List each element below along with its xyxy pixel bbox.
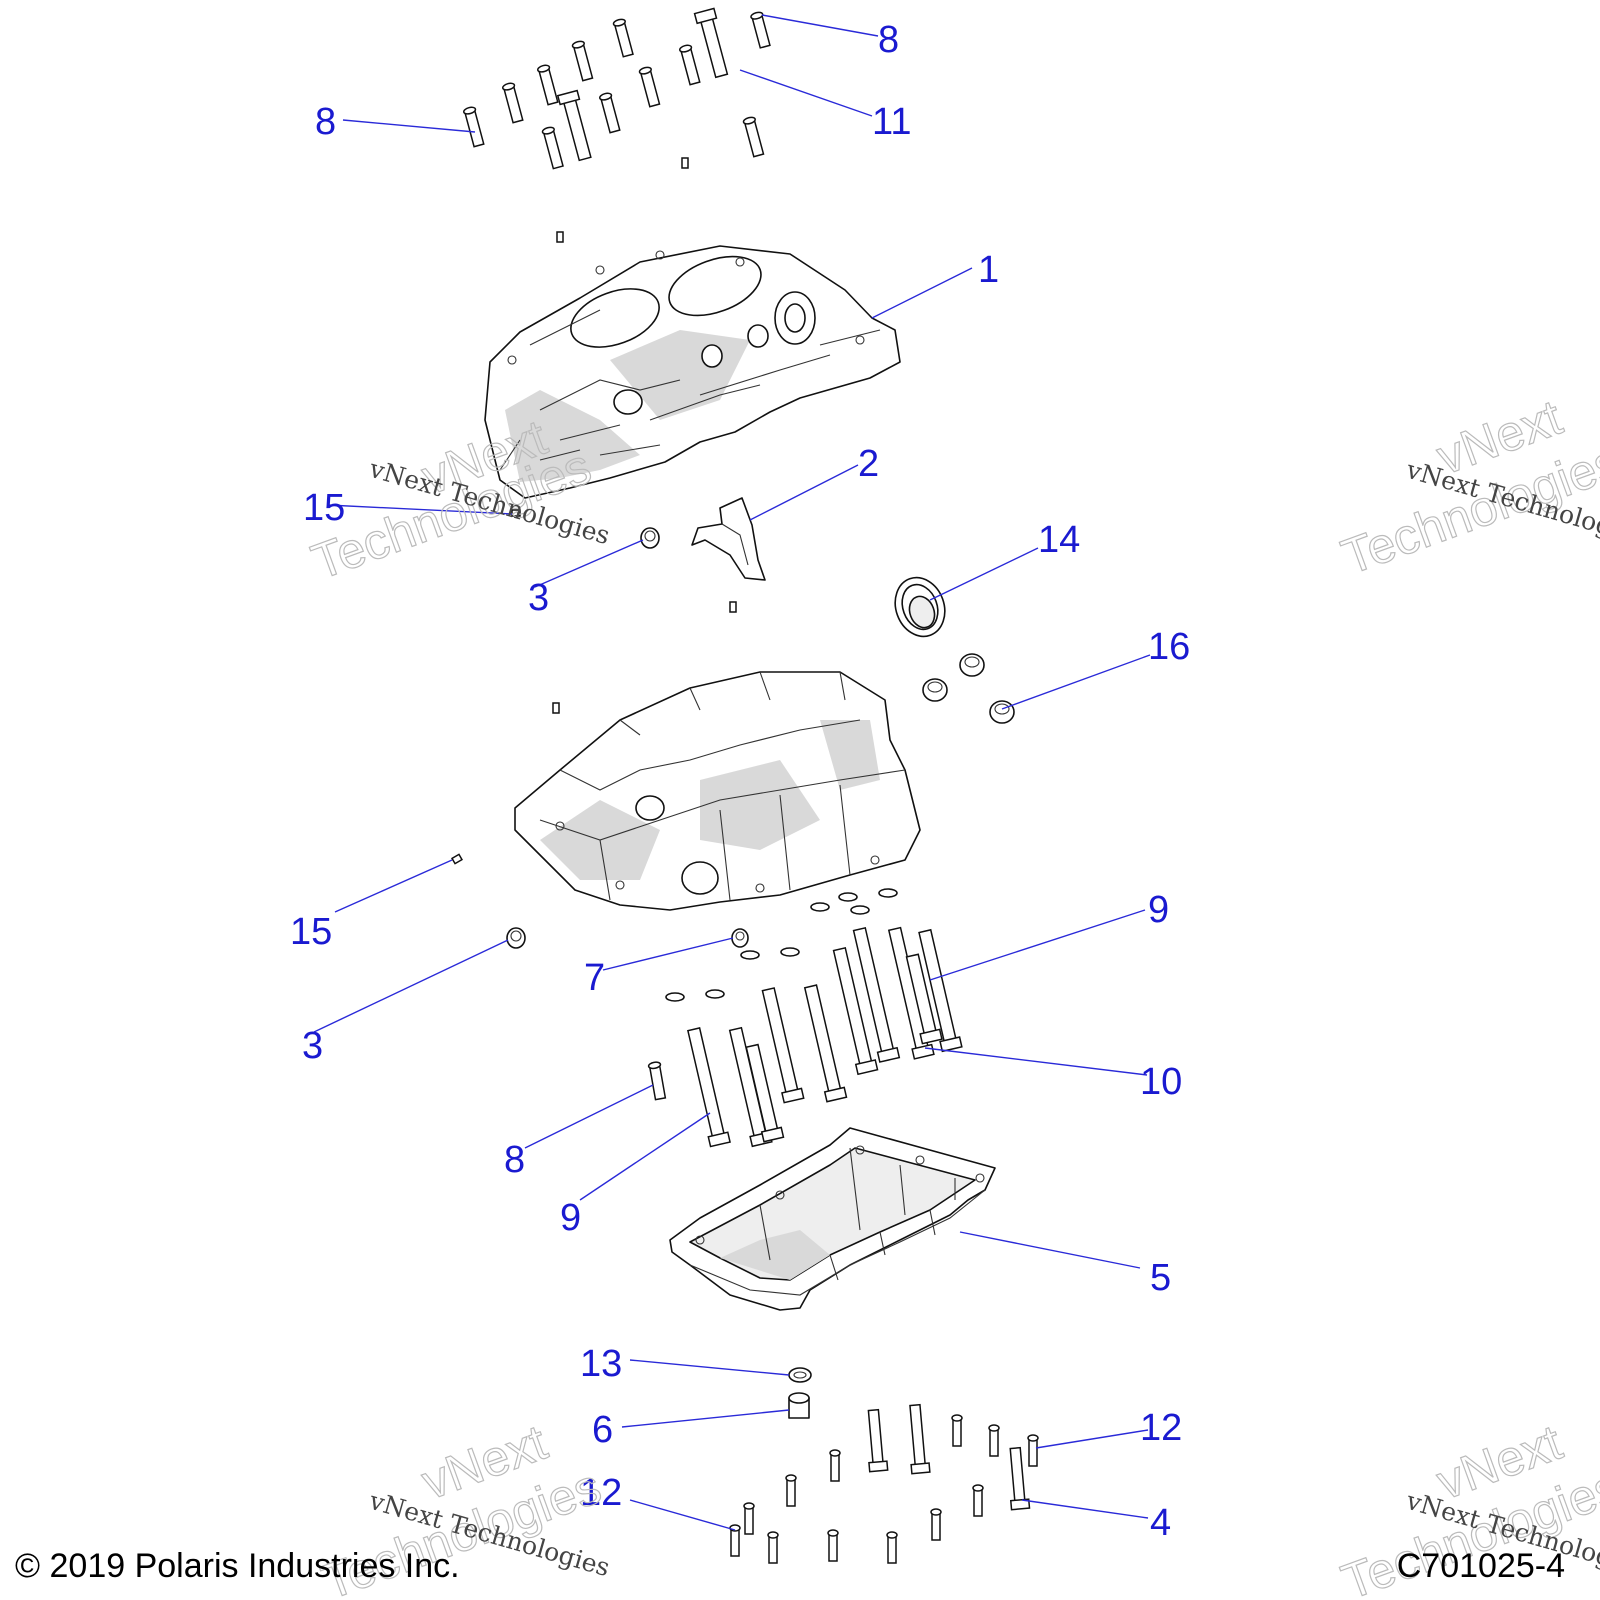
oil-pan	[669, 1127, 996, 1311]
oil-jet	[731, 928, 749, 948]
dowel-pin	[729, 601, 737, 613]
bolt	[743, 1502, 755, 1535]
bolt	[852, 926, 901, 1063]
lower-crankcase	[514, 671, 921, 911]
top-bolt-group	[463, 7, 771, 243]
bolt	[750, 11, 771, 49]
callout-7: 7	[584, 957, 605, 999]
bolt	[909, 1403, 931, 1475]
lower-bolt-group	[729, 1403, 1039, 1564]
bolt	[803, 984, 848, 1103]
bolt	[502, 82, 524, 124]
callout-1: 1	[978, 249, 999, 291]
bolt	[571, 40, 594, 82]
callout-13: 13	[580, 1343, 622, 1385]
plug	[989, 700, 1015, 724]
baffle-plate	[691, 497, 766, 581]
leader-lines	[313, 14, 1151, 1531]
bolt	[829, 1449, 841, 1482]
bolt	[887, 926, 935, 1060]
drain-plug	[788, 1392, 810, 1419]
callout-3-lower: 3	[302, 1025, 323, 1067]
bolt	[886, 1531, 898, 1564]
bolt	[988, 1424, 1000, 1457]
callout-10: 10	[1140, 1061, 1182, 1103]
callout-12-lower: 12	[580, 1472, 622, 1514]
bolt	[918, 928, 963, 1053]
copyright-text: © 2019 Polaris Industries Inc.	[15, 1547, 460, 1585]
dowel-pin	[556, 231, 564, 243]
upper-crankcase	[484, 245, 901, 499]
callout-11: 11	[872, 101, 911, 143]
bolt	[1027, 1434, 1039, 1467]
bolt	[905, 953, 943, 1045]
bolt	[832, 946, 879, 1076]
callout-8-top-right: 8	[878, 19, 899, 61]
bolt	[742, 116, 765, 158]
drain-washer	[788, 1367, 812, 1383]
plug-group	[922, 653, 1015, 724]
bolt	[638, 66, 661, 108]
callout-3-upper: 3	[528, 577, 549, 619]
bolt	[541, 126, 564, 170]
callout-16: 16	[1148, 626, 1190, 668]
dowel-bushing-lower	[506, 927, 526, 949]
callout-14: 14	[1038, 519, 1080, 561]
bolt	[693, 7, 729, 79]
bolt	[951, 1414, 963, 1447]
washer-group	[665, 888, 898, 1002]
dowel-pin	[552, 702, 560, 714]
bolt	[745, 1043, 785, 1143]
bolt	[599, 92, 621, 134]
bolt	[761, 987, 805, 1104]
bolt	[867, 1408, 889, 1473]
bolt	[647, 1061, 667, 1101]
oil-seal	[894, 576, 946, 638]
callout-4: 4	[1150, 1502, 1171, 1544]
callout-9-right: 9	[1148, 889, 1169, 931]
callout-12-right: 12	[1140, 1407, 1182, 1449]
bolt	[785, 1474, 797, 1507]
long-bolt-group	[647, 926, 963, 1148]
callout-8-lower: 8	[504, 1139, 525, 1181]
locating-pin-upper	[511, 509, 521, 517]
bolt	[556, 89, 592, 162]
bolt	[972, 1484, 984, 1517]
bolt	[687, 1027, 731, 1148]
drawing-number: C701025-4	[1396, 1547, 1565, 1585]
bolt	[612, 18, 634, 58]
dowel-pin	[681, 157, 689, 169]
callout-labels: 8 8 11 1 2 15 3 14 16 15 3 7 9 10 8 9 5 …	[290, 19, 1190, 1544]
bolt	[827, 1529, 839, 1562]
callout-15-upper: 15	[303, 487, 345, 529]
watermark-upper-right: vNext Technologies vNext Technologies	[1334, 388, 1600, 586]
callout-6: 6	[592, 1409, 613, 1451]
dowel-bushing-upper	[640, 527, 660, 549]
callout-8-top-left: 8	[315, 101, 336, 143]
callout-9-lower: 9	[560, 1197, 581, 1239]
callout-15-lower: 15	[290, 911, 332, 953]
plug	[922, 678, 948, 702]
bolt	[537, 64, 559, 106]
locating-pin-lower	[451, 853, 463, 865]
bolt	[930, 1508, 942, 1541]
callout-5: 5	[1150, 1257, 1171, 1299]
bolt	[679, 44, 701, 86]
bolt	[767, 1531, 779, 1564]
bolt	[463, 106, 485, 148]
callout-2: 2	[858, 443, 879, 485]
bolt	[1009, 1446, 1031, 1511]
plug	[959, 653, 985, 677]
